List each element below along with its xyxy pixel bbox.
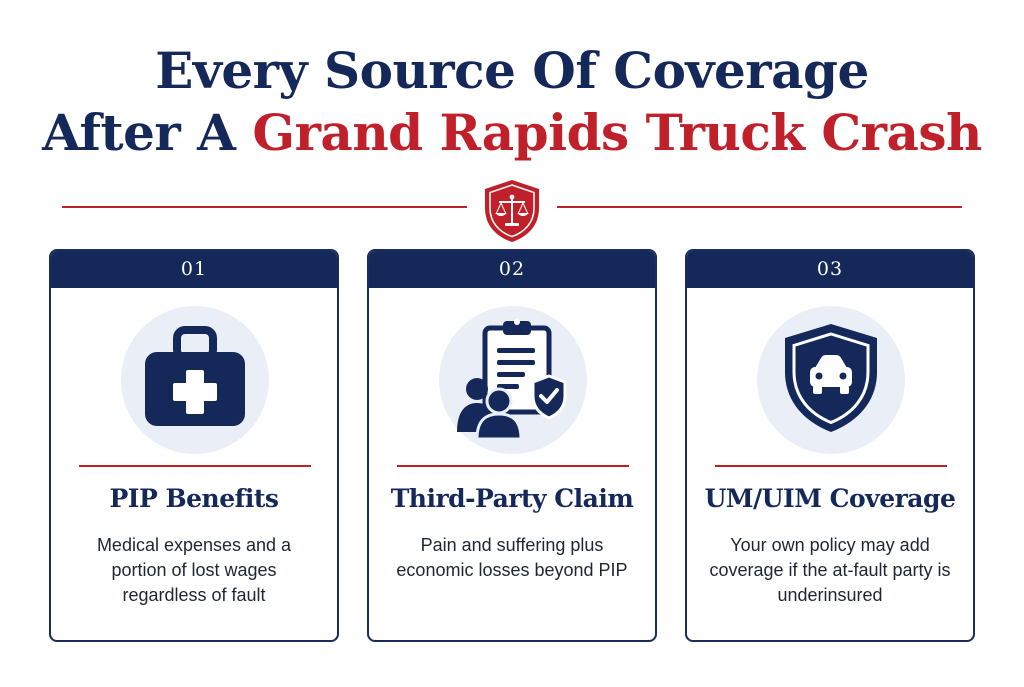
card-number: 03 bbox=[687, 251, 973, 288]
card-number: 02 bbox=[369, 251, 655, 288]
coverage-card-um-uim: 03 UM/UIM Coverage Your own policy may a… bbox=[685, 249, 975, 642]
card-title: PIP Benefits bbox=[109, 484, 280, 513]
card-divider bbox=[79, 465, 311, 467]
card-description: Your own policy may add coverage if the … bbox=[709, 535, 951, 605]
card-description: Medical expenses and a portion of lost w… bbox=[96, 535, 292, 605]
card-divider bbox=[715, 465, 947, 467]
scales-of-justice-shield-icon bbox=[481, 178, 543, 244]
coverage-card-third-party: 02 Third-Party Claim Pain and suffering … bbox=[367, 249, 657, 642]
first-aid-kit-icon bbox=[121, 306, 269, 454]
page-title-line-1: Every Source Of Coverage bbox=[155, 41, 869, 100]
divider-left bbox=[62, 206, 467, 208]
divider-right bbox=[557, 206, 962, 208]
page-title-line-2: After A Grand Rapids Truck Crash bbox=[0, 103, 1024, 163]
card-description: Pain and suffering plus economic losses … bbox=[396, 535, 628, 580]
card-title: Third-Party Claim bbox=[390, 484, 634, 513]
card-title: UM/UIM Coverage bbox=[704, 484, 956, 513]
coverage-card-pip: 01 PIP Benefits Medical expenses and a p… bbox=[49, 249, 339, 642]
shield-car-icon bbox=[757, 306, 905, 454]
card-divider bbox=[397, 465, 629, 467]
title-accent: Grand Rapids Truck Crash bbox=[252, 103, 982, 162]
card-number: 01 bbox=[51, 251, 337, 288]
clipboard-people-shield-icon bbox=[439, 306, 587, 454]
title-prefix: After A bbox=[42, 103, 253, 162]
